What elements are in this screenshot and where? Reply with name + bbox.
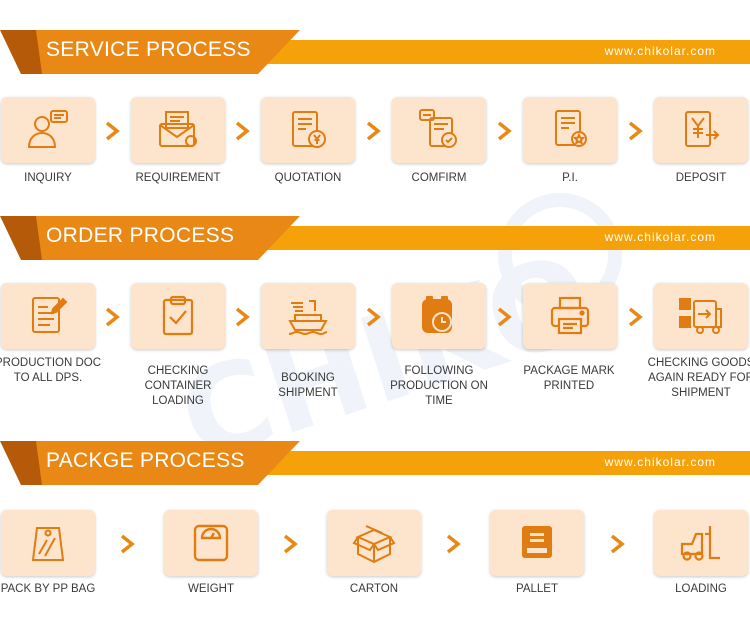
step-box-pp-bag	[1, 510, 95, 576]
step-box-pallet	[490, 510, 584, 576]
step-box-checking-container	[131, 283, 225, 349]
step-box-production-doc	[1, 283, 95, 349]
step-label: WEIGHT	[188, 583, 234, 595]
chevron-right-icon	[365, 120, 383, 142]
step-box-checking-goods	[654, 283, 748, 349]
pallet-icon	[522, 526, 552, 558]
chevron-right-icon	[609, 533, 627, 555]
step-label: FOLLOWING PRODUCTION ON TIME	[390, 365, 488, 407]
step-label: COMFIRM	[411, 172, 467, 184]
ship-icon	[288, 300, 328, 336]
production-doc-icon	[32, 297, 68, 333]
envelope-document-icon	[159, 111, 197, 147]
chevron-right-icon	[627, 306, 645, 328]
step-box-pi	[523, 97, 617, 163]
website-url: www.chikolar.com	[604, 230, 716, 244]
quotation-yen-icon	[292, 111, 326, 148]
clipboard-check-icon	[162, 295, 194, 336]
step-label: CARTON	[349, 583, 399, 595]
user-message-icon	[27, 110, 68, 148]
step-label: PALLET	[516, 583, 558, 595]
chevron-right-icon	[234, 306, 252, 328]
step-label: PRODUCTION DOC TO ALL DPS.	[0, 357, 102, 384]
section-banner-order: ORDER PROCESS www.chikolar.com	[0, 216, 750, 260]
step-label: BOOKING SHIPMENT	[278, 372, 338, 399]
step-label: INQUIRY	[24, 172, 72, 184]
step-box-inquiry	[1, 97, 95, 163]
chevron-right-icon	[365, 306, 383, 328]
website-url: www.chikolar.com	[604, 44, 716, 58]
step-label: DEPOSIT	[675, 172, 727, 184]
chevron-right-icon	[496, 120, 514, 142]
scale-icon	[193, 524, 229, 562]
forklift-icon	[680, 526, 720, 561]
proforma-invoice-icon	[555, 110, 587, 147]
step-box-requirement	[131, 97, 225, 163]
chevron-right-icon	[496, 306, 514, 328]
section-title: PACKGE PROCESS	[46, 449, 245, 472]
step-label: PACK BY PP BAG	[0, 583, 96, 595]
chevron-right-icon	[119, 533, 137, 555]
clock-folder-icon	[422, 296, 452, 333]
section-banner-service: SERVICE PROCESS www.chikolar.com	[0, 30, 750, 74]
chevron-right-icon	[282, 533, 300, 555]
step-box-confirm	[392, 97, 486, 163]
step-label: P.I.	[562, 172, 578, 184]
carton-box-icon	[352, 525, 396, 564]
step-label: PACKAGE MARK PRINTED	[523, 365, 615, 392]
deposit-yen-icon	[685, 111, 720, 147]
chevron-right-icon	[104, 306, 122, 328]
step-box-loading	[654, 510, 748, 576]
printer-icon	[550, 296, 590, 335]
step-label: LOADING	[675, 583, 727, 595]
website-url: www.chikolar.com	[604, 455, 716, 469]
step-box-deposit	[654, 97, 748, 163]
chevron-right-icon	[445, 533, 463, 555]
step-label: CHECKING CONTAINER LOADING	[144, 365, 212, 407]
pp-bag-icon	[31, 527, 65, 561]
step-box-package-mark	[523, 283, 617, 349]
section-banner-package: PACKGE PROCESS www.chikolar.com	[0, 441, 750, 485]
truck-boxes-icon	[679, 298, 722, 334]
step-box-quotation	[261, 97, 355, 163]
confirm-document-icon	[419, 109, 457, 148]
chevron-right-icon	[627, 120, 645, 142]
section-title: SERVICE PROCESS	[46, 38, 251, 61]
step-label: CHECKING GOODS AGAIN READY FOR SHIPMENT	[647, 357, 750, 399]
chevron-right-icon	[234, 120, 252, 142]
step-box-weight	[164, 510, 258, 576]
step-label: REQUIREMENT	[135, 172, 221, 184]
step-label: QUOTATION	[274, 172, 342, 184]
section-title: ORDER PROCESS	[46, 224, 235, 247]
chevron-right-icon	[104, 120, 122, 142]
step-box-booking-shipment	[261, 283, 355, 349]
step-box-carton	[327, 510, 421, 576]
step-box-following-production	[392, 283, 486, 349]
